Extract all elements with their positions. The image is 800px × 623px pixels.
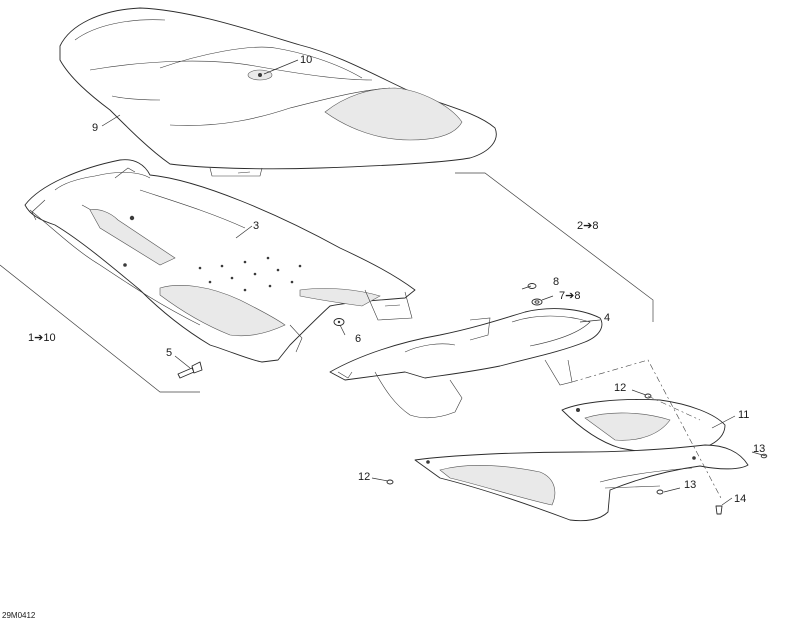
screw-part-12-lower[interactable] — [386, 479, 394, 485]
rivet-part-14[interactable] — [715, 505, 723, 515]
callout-9: 9 — [92, 122, 98, 134]
callout-12-upper: 12 — [614, 382, 626, 394]
drawing-code: 29M0412 — [2, 611, 36, 620]
callout-5: 5 — [166, 347, 172, 359]
side-panel-lower-part[interactable] — [414, 444, 749, 522]
seat-base-holes — [123, 215, 302, 292]
callout-13-right: 13 — [753, 443, 765, 455]
callout-2-to-8: 2➔8 — [577, 220, 598, 232]
grab-handle-part[interactable] — [329, 308, 603, 419]
callout-3: 3 — [253, 220, 259, 232]
alignment-line-12 — [647, 395, 701, 421]
seat-base-part[interactable] — [24, 159, 416, 363]
leader-lines — [101, 59, 767, 506]
callout-1-to-10: 1➔10 — [28, 332, 56, 344]
callout-7-to-8: 7➔8 — [559, 290, 580, 302]
callout-4: 4 — [604, 312, 610, 324]
nut-part-6[interactable] — [333, 318, 345, 326]
group-bracket-1-10 — [0, 264, 200, 393]
callout-12-lower: 12 — [358, 471, 370, 483]
screw-part-5[interactable] — [177, 361, 203, 379]
seat-part[interactable] — [59, 7, 497, 177]
callout-11: 11 — [738, 409, 749, 421]
screw-part-13-lower[interactable] — [656, 489, 664, 495]
washer-part-7[interactable] — [531, 298, 543, 306]
callout-14: 14 — [734, 493, 746, 505]
group-bracket-2-8 — [455, 172, 654, 322]
callout-10: 10 — [300, 54, 312, 66]
callout-6: 6 — [355, 333, 361, 345]
side-panel-upper-part[interactable] — [561, 399, 726, 455]
alignment-line-11 — [571, 359, 723, 501]
callout-13-lower: 13 — [684, 479, 696, 491]
washer-part-8[interactable] — [527, 283, 537, 289]
callout-8: 8 — [553, 276, 559, 288]
